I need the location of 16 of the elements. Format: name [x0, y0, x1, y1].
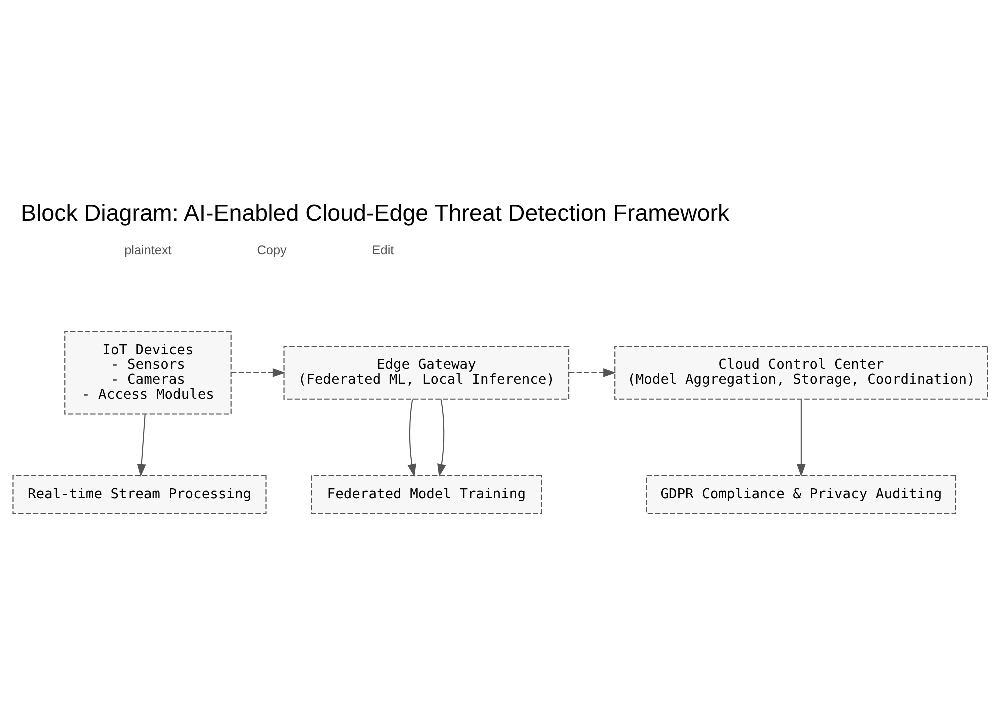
node-box: Federated Model Training	[310, 474, 542, 514]
arrow	[230, 368, 286, 377]
arrow	[407, 399, 416, 476]
node-box: Cloud Control Center (Model Aggregation, Storage, Coordination)	[614, 345, 988, 400]
arrow	[136, 414, 146, 477]
node-box: IoT Devices - Sensors - Cameras - Access Modules	[64, 330, 232, 414]
label: plaintext	[124, 242, 172, 257]
label: Edit	[372, 242, 394, 257]
arrow	[796, 399, 806, 477]
node-box: Edge Gateway (Federated ML, Local Inference)	[283, 345, 570, 400]
diagram-title: Block Diagram: AI-Enabled Cloud-Edge Threat Detection Framework	[20, 200, 730, 226]
label: Copy	[256, 242, 286, 257]
node-box: GDPR Compliance & Privacy Auditing	[646, 474, 956, 514]
node-box: Real-time Stream Processing	[12, 474, 266, 514]
arrow	[568, 368, 616, 377]
arrow	[437, 399, 446, 476]
